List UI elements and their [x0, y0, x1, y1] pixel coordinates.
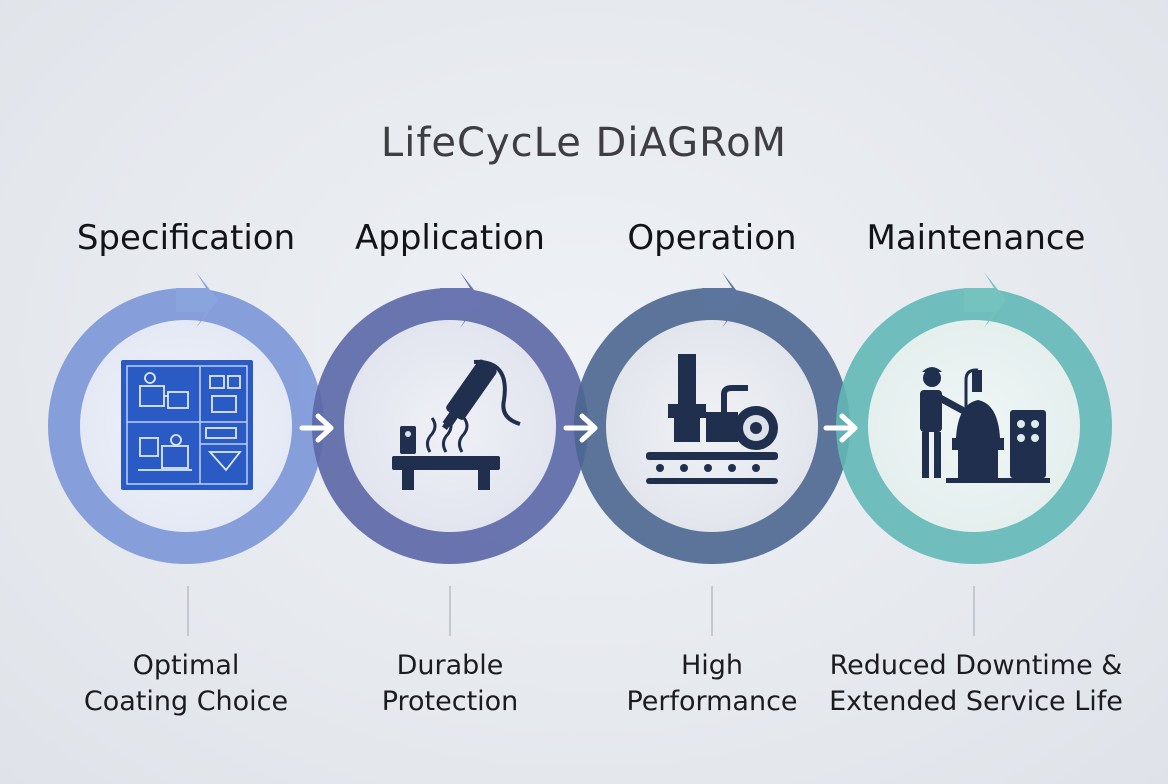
pump-machinery-icon — [646, 354, 778, 484]
outcome-connector — [711, 586, 713, 636]
outcome-line: High — [680, 650, 744, 681]
outcome-connector — [973, 586, 975, 636]
stage-heading-specification: Specification — [76, 218, 296, 258]
outcome-line: Optimal — [132, 650, 240, 681]
stage-heading-application: Application — [355, 218, 545, 258]
outcome-maintenance: Reduced Downtime & Extended Service Life — [806, 648, 1146, 720]
outcome-line: Coating Choice — [83, 686, 289, 717]
stage-heading-operation: Operation — [627, 218, 797, 258]
outcome-line: Performance — [626, 686, 798, 717]
spray-gun-icon — [392, 359, 521, 490]
arrow-icon — [299, 413, 334, 443]
outcome-application: Durable Protection — [280, 648, 620, 720]
arrow-icon — [823, 413, 858, 443]
blueprint-icon — [121, 360, 253, 490]
outcome-connector — [187, 586, 189, 636]
technician-icon — [920, 367, 1050, 483]
stage-heading-maintenance: Maintenance — [866, 218, 1086, 258]
outcome-line: Durable — [396, 650, 504, 681]
diagram-title: LifeCycLe DiAGRoM — [380, 120, 788, 166]
outcome-line: Reduced Downtime & — [829, 650, 1123, 681]
outcome-connector — [449, 586, 451, 636]
outcome-line: Protection — [381, 686, 519, 717]
outcome-operation: High Performance — [542, 648, 882, 720]
outcome-line: Extended Service Life — [829, 686, 1123, 717]
arrow-icon — [563, 413, 598, 443]
outcome-specification: Optimal Coating Choice — [16, 648, 356, 720]
